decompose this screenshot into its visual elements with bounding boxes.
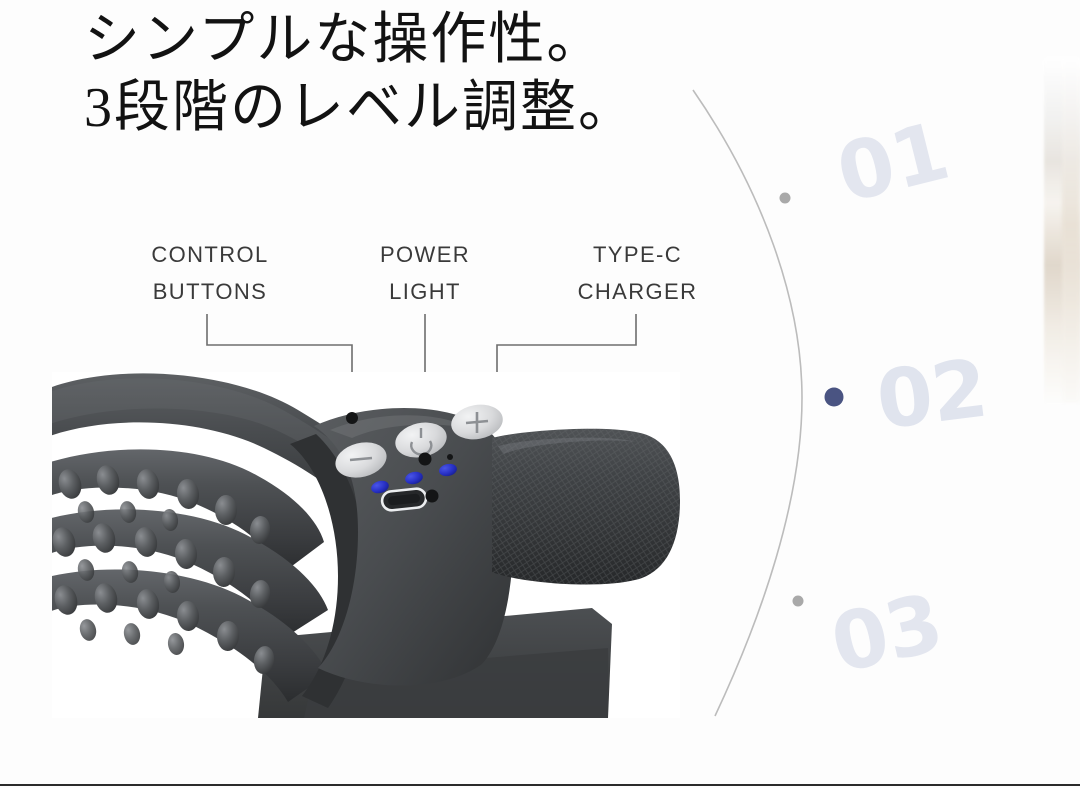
anchor-dot-power-light xyxy=(418,452,432,466)
callout-power-line-1: POWER xyxy=(379,242,471,267)
step-dot-03[interactable] xyxy=(792,595,804,607)
bottom-divider xyxy=(0,784,1080,786)
step-dot-01[interactable] xyxy=(779,192,791,204)
callout-power-line-2: LIGHT xyxy=(389,279,461,304)
product-control-buttons xyxy=(335,404,503,478)
product-led-indicators xyxy=(371,463,457,494)
led-1 xyxy=(371,480,389,494)
product-upper-arm xyxy=(52,373,404,532)
step-number-02[interactable]: 02 xyxy=(871,341,992,448)
callout-typec-line-1: TYPE-C xyxy=(592,242,683,267)
callout-label-power-light: POWER LIGHT xyxy=(357,236,493,310)
adjacent-photo-sliver-inner xyxy=(1062,58,1080,403)
anchor-dot-type-c xyxy=(425,489,439,503)
step-dot-02[interactable] xyxy=(824,387,844,407)
anchor-dot-power-light-small xyxy=(447,454,453,460)
usb-type-c-port xyxy=(380,487,428,512)
leader-anchor-dots xyxy=(346,412,453,503)
step-number-01[interactable]: 01 xyxy=(828,104,957,221)
callout-control-line-2: BUTTONS xyxy=(152,279,268,304)
anchor-dot-control-buttons xyxy=(346,412,358,424)
roller-nubs xyxy=(52,465,275,674)
product-control-hub xyxy=(314,408,514,686)
headline-line-1: シンプルな操作性。 xyxy=(84,9,605,71)
minus-button xyxy=(335,442,387,478)
product-handle xyxy=(492,428,680,585)
led-2 xyxy=(405,471,423,485)
plus-button xyxy=(451,404,503,440)
step-number-03[interactable]: 03 xyxy=(822,575,951,692)
product-photo xyxy=(52,372,680,718)
led-3 xyxy=(439,463,457,477)
callout-label-type-c-charger: TYPE-C CHARGER xyxy=(565,236,710,310)
callout-typec-line-2: CHARGER xyxy=(577,279,698,304)
page-title: シンプルな操作性。 3段階のレベル調整。 xyxy=(84,6,636,142)
headline-line-2: 3段階のレベル調整。 xyxy=(84,77,636,139)
arc-line xyxy=(692,89,803,717)
callout-control-line-1: CONTROL xyxy=(151,242,269,267)
product-massage-rollers xyxy=(52,449,328,702)
callout-label-control-buttons: CONTROL BUTTONS xyxy=(139,236,281,310)
